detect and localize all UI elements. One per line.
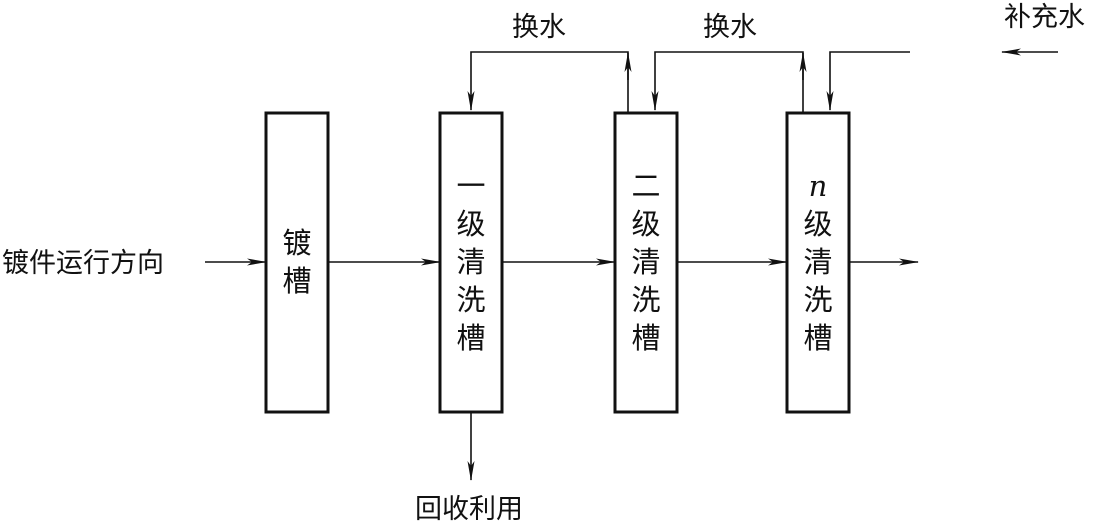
tank-label-char: 清 [803,245,832,279]
tank-label-char: 级 [456,207,485,241]
tank-label-char: 级 [631,207,660,241]
tank-label-char: 洗 [456,283,485,317]
tank-label-char: 槽 [282,264,311,298]
tank-label-char: 清 [456,245,485,279]
tank-label-char: 二 [631,169,660,203]
tank-label-char: 洗 [631,283,660,317]
stage2-rinse-tank: 二级清洗槽 [613,111,679,414]
tank-label-1: 一级清洗槽 [456,169,485,355]
tank-label-char: 一 [456,169,485,203]
tank-label-char: n [809,169,828,203]
change-water-line-2 [651,51,804,112]
recycle-label: 回收利用 [415,494,523,524]
makeup-water-label: 补充水 [1004,2,1085,33]
change-water-label-1: 换水 [512,12,566,43]
tank-label-char: 级 [803,207,832,241]
tank-label-2: 二级清洗槽 [631,169,660,355]
tank-label-char: 镀 [282,226,311,260]
tank-label-char: 槽 [456,321,485,355]
makeup-water-line [826,51,910,111]
tank-label-char: 洗 [803,283,832,317]
tank-label-char: 槽 [803,321,832,355]
change-water-line-1 [467,51,629,112]
tank-label-0: 镀槽 [282,226,311,298]
tank-label-char: 清 [631,245,660,279]
stage1-rinse-tank: 一级清洗槽 [438,111,504,414]
plating-tank: 镀槽 [264,111,330,414]
tank-label-char: 槽 [631,321,660,355]
workpiece-direction-label: 镀件运行方向 [2,248,164,279]
change-water-label-2: 换水 [703,12,757,43]
